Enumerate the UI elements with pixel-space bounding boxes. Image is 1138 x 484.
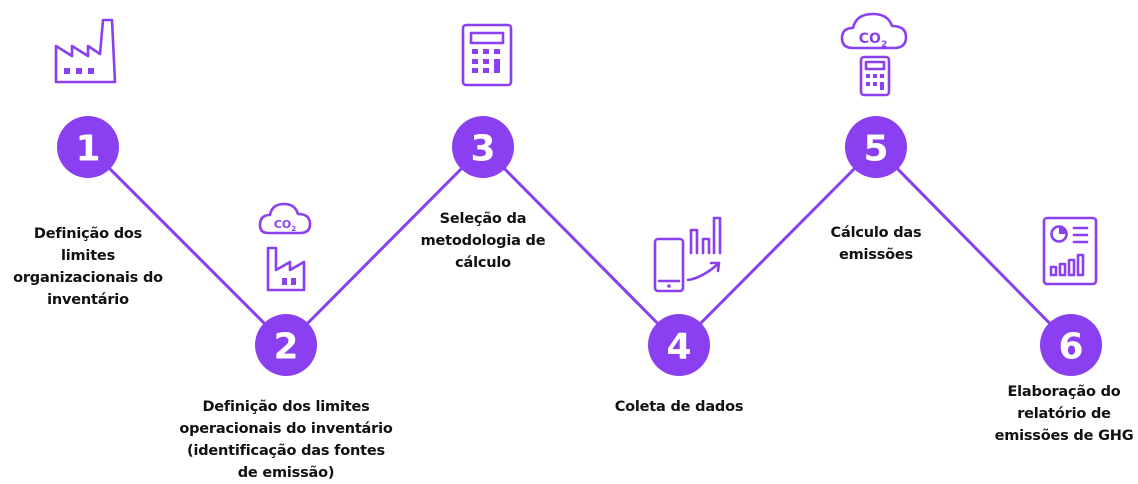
co2-calculator-icon: CO2	[840, 12, 908, 97]
step-circle	[648, 314, 710, 376]
step-circle	[255, 314, 317, 376]
step-5-label: Cálculo das emissões	[830, 225, 922, 263]
zigzag-connector	[86, 144, 1073, 348]
step-2: 2	[255, 314, 317, 376]
step-2-label: Definição dos limites operacionais do in…	[179, 399, 393, 481]
factory-icon	[54, 18, 117, 84]
step-number: 2	[273, 327, 298, 368]
step-number: 6	[1058, 327, 1083, 368]
step-4-label: Coleta de dados	[614, 399, 744, 415]
svg-text:CO2: CO2	[274, 218, 296, 233]
step-1: 1	[57, 116, 119, 178]
step-circle	[845, 116, 907, 178]
step-4: 4	[648, 314, 710, 376]
step-number: 4	[666, 327, 691, 368]
mobile-chart-icon	[653, 216, 722, 293]
calculator-icon	[461, 23, 513, 87]
co2-subscript: 2	[881, 40, 887, 50]
step-number: 5	[863, 129, 888, 170]
report-icon	[1042, 216, 1098, 286]
step-circle	[57, 116, 119, 178]
svg-text:CO2: CO2	[859, 31, 887, 50]
step-1-label: Definição dos limites organizacionais do…	[13, 226, 163, 308]
step-number: 3	[470, 129, 495, 170]
step-circle	[1040, 314, 1102, 376]
co2-factory-icon: CO2	[258, 202, 312, 292]
co2-subscript: 2	[291, 225, 296, 233]
step-5: 5	[845, 116, 907, 178]
step-3-label: Seleção da metodologia de cálculo	[420, 211, 546, 271]
co2-text: CO	[274, 218, 291, 231]
step-6: 6	[1040, 314, 1102, 376]
step-circle	[452, 116, 514, 178]
co2-text: CO	[859, 31, 881, 47]
step-number: 1	[75, 129, 100, 170]
step-6-label: Elaboração do relatório de emissões de G…	[994, 384, 1134, 444]
step-3: 3	[452, 116, 514, 178]
